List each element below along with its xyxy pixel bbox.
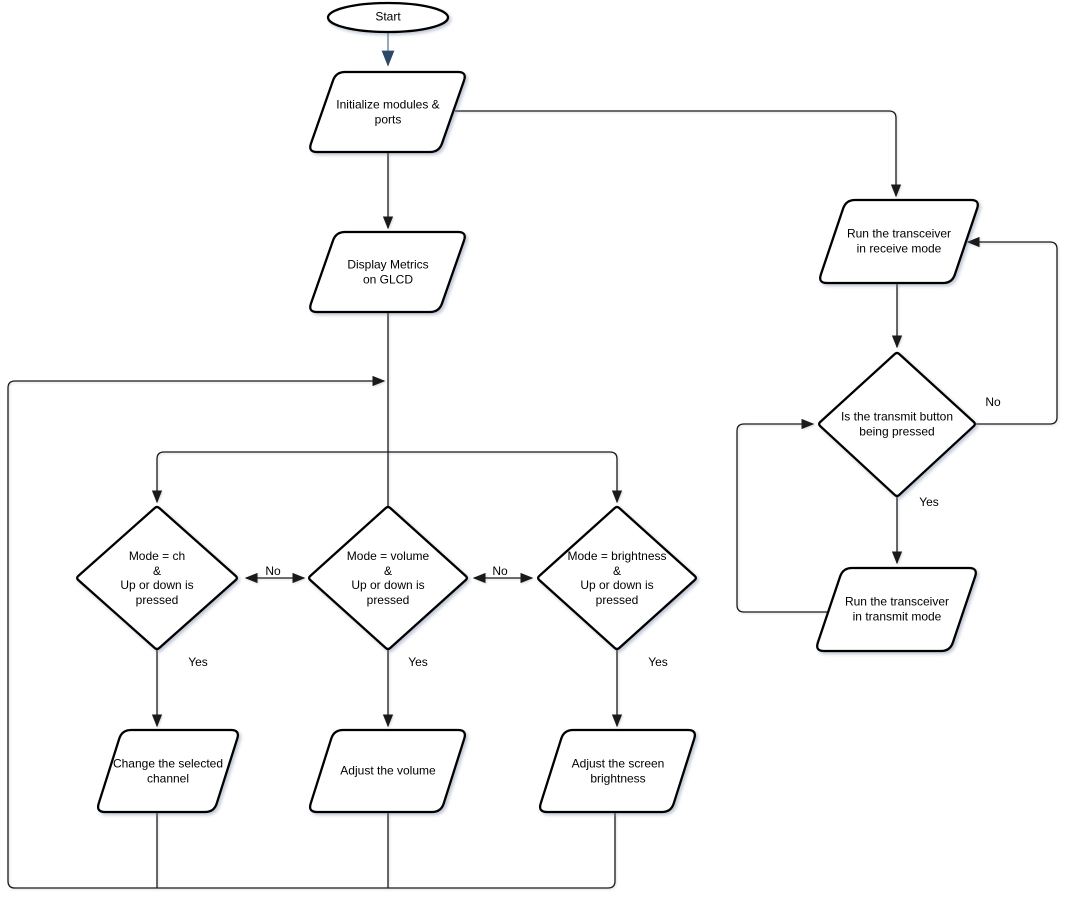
mode-brightness-decision <box>536 505 698 651</box>
edges-group <box>7 31 1058 889</box>
adjust-brightness-node <box>538 728 697 814</box>
init-node <box>309 70 466 154</box>
shapes-group <box>75 1 979 814</box>
receive-node <box>819 198 979 285</box>
change-channel-node <box>96 728 240 814</box>
start-node <box>326 1 450 34</box>
mode-volume-decision <box>307 505 469 651</box>
edge-branch-to-mode-ch <box>151 451 388 504</box>
adjust-volume-node <box>308 728 467 814</box>
edge-feedback-loop <box>7 375 616 889</box>
mode-ch-decision <box>75 505 239 651</box>
edge-init-to-receive <box>455 110 902 198</box>
edge-transmit-loop-to-check <box>736 418 833 613</box>
display-node <box>309 230 466 314</box>
transmit-check-decision <box>817 351 977 498</box>
edge-branch-to-mode-brightness <box>388 451 623 504</box>
transmit-node <box>816 566 977 653</box>
edge-no-loop-to-receive <box>966 236 1058 425</box>
